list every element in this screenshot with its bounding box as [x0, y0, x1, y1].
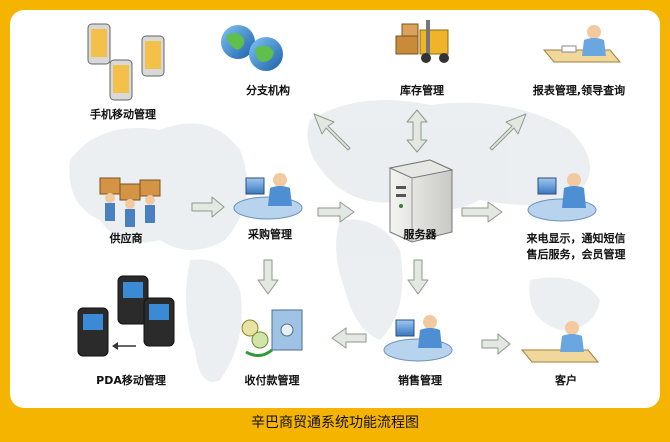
pda-device-icon: [77, 275, 175, 357]
node-label-pda: PDA移动管理: [96, 374, 166, 387]
arrow-supplier-to-purchase: [191, 196, 225, 218]
server-icon: [388, 159, 454, 243]
node-label-purchase: 采购管理: [248, 228, 292, 241]
node-label-callcenter-line2: 售后服务，会员管理: [526, 248, 626, 261]
arrow-server-to-sales: [407, 259, 429, 295]
supplier-boxes-icon: [99, 177, 161, 227]
node-label-branch: 分支机构: [246, 84, 290, 97]
node-label-callcenter-line1: 来电显示，通知短信: [526, 232, 626, 245]
arrow-purchase-to-server: [317, 201, 355, 223]
node-label-reports: 报表管理,领导查询: [532, 84, 626, 97]
diagram-panel: 手机移动管理 分支机构 库存管理 报表管理,领导查询 供应商 采购管理 服务器 …: [10, 10, 660, 408]
arrow-sales-to-customer: [481, 333, 511, 355]
node-label-warehouse: 库存管理: [400, 84, 444, 97]
sales-workstation-icon: [383, 315, 453, 362]
node-label-mobile: 手机移动管理: [90, 108, 156, 121]
mobile-phone-icon: [87, 23, 165, 101]
purchase-workstation-icon: [233, 173, 303, 220]
arrow-sales-to-payment: [331, 327, 367, 349]
vault-payment-icon: [241, 309, 303, 357]
arrow-server-warehouse: [406, 109, 428, 153]
customer-icon: [520, 321, 600, 363]
node-label-server: 服务器: [403, 228, 437, 241]
callcenter-workstation-icon: [527, 173, 597, 222]
node-label-customer: 客户: [555, 374, 577, 387]
globe-icon: [221, 25, 283, 71]
node-label-payment: 收付款管理: [244, 374, 300, 387]
arrow-purchase-to-payment: [257, 259, 279, 295]
reports-desk-icon: [542, 25, 622, 63]
arrow-server-to-reports: [489, 113, 527, 151]
node-label-sales: 销售管理: [398, 374, 442, 387]
arrow-server-to-callcenter: [461, 201, 503, 223]
forklift-icon: [395, 20, 449, 63]
diagram-caption: 辛巴商贸通系统功能流程图: [251, 415, 419, 431]
node-label-supplier: 供应商: [109, 232, 143, 245]
arrow-server-to-branch: [313, 113, 351, 151]
diagram-canvas: [69, 20, 622, 382]
